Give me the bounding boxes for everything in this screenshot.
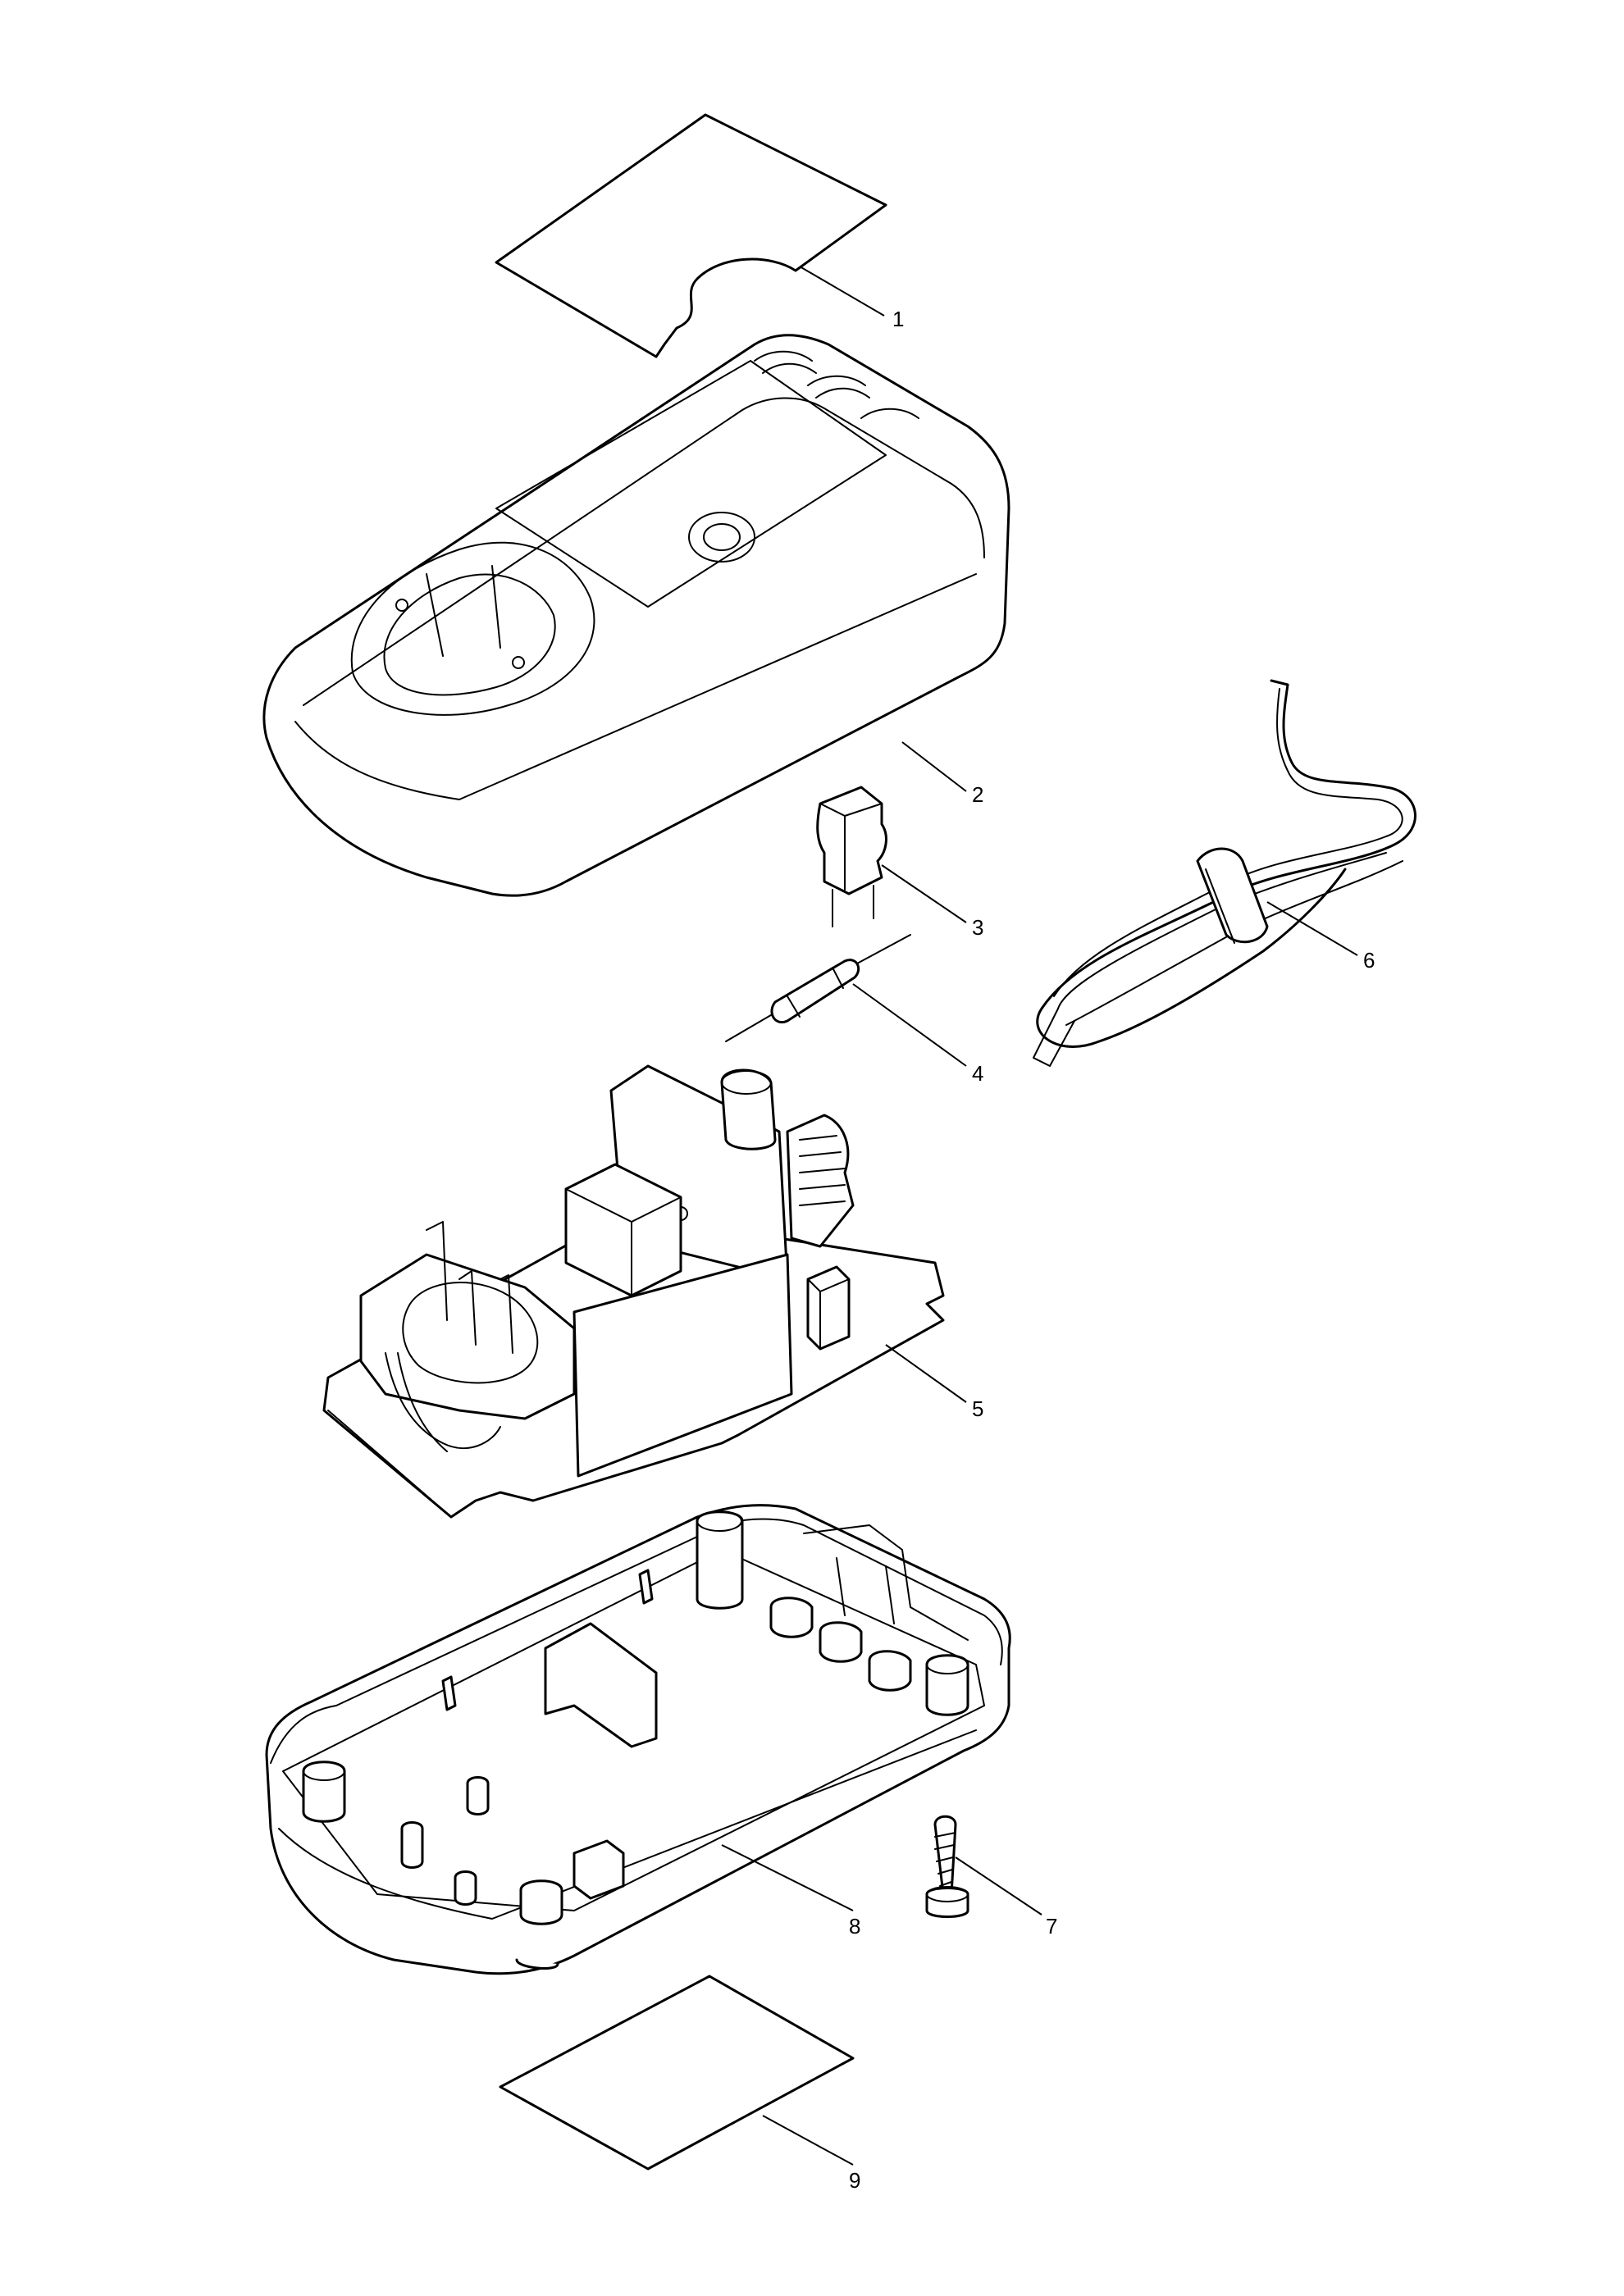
part-9-label-sticker-bottom: 9	[499, 1975, 860, 2193]
callout-4: 4	[972, 1061, 983, 1086]
part-8-lower-housing: 8	[265, 1504, 1011, 1975]
part-3-terminal-block: 3	[816, 786, 983, 940]
part-2-upper-housing: 2	[262, 334, 1010, 897]
part-1-label-sticker-top: 1	[495, 113, 904, 358]
callout-6: 6	[1363, 948, 1375, 973]
part-7-tapping-screw: 7	[925, 1815, 1057, 1938]
callout-2: 2	[972, 782, 983, 807]
part-6-power-cord: 6	[1033, 679, 1416, 1067]
callout-5: 5	[972, 1396, 983, 1421]
callout-7: 7	[1046, 1914, 1057, 1938]
callout-3: 3	[972, 915, 983, 940]
callout-1: 1	[892, 307, 904, 331]
callout-8: 8	[849, 1914, 860, 1938]
part-5-circuit-board-assembly: 5	[322, 1064, 983, 1519]
part-4-fuse: 4	[725, 934, 983, 1086]
callout-9: 9	[849, 2168, 860, 2193]
